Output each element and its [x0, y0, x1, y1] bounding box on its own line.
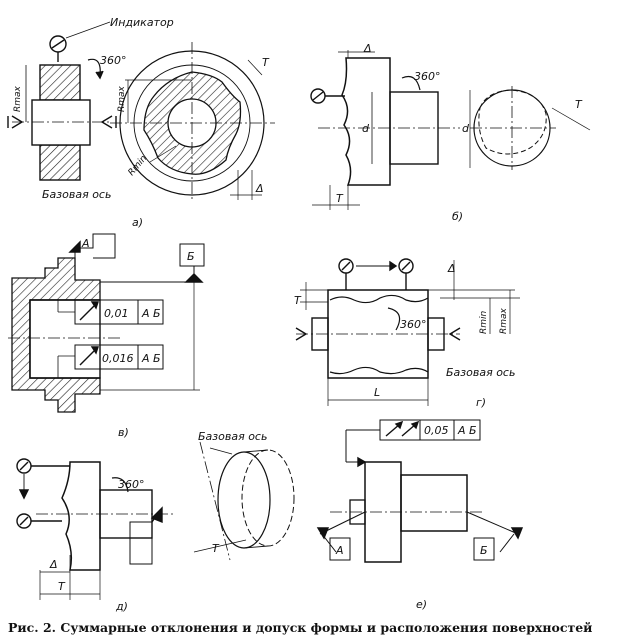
- rotation-label-g: 360°: [400, 318, 427, 331]
- subfigure-label-d: д): [115, 600, 128, 613]
- subfigure-d: [16, 441, 295, 600]
- rotation-label-d: 360°: [118, 478, 145, 491]
- indicator-label: Индикатор: [110, 16, 174, 29]
- t-label-d2: T: [212, 542, 220, 555]
- d-label-b2: d: [462, 122, 470, 135]
- rmax-label-a2: Rmax: [117, 85, 127, 112]
- tolerance-ref-ab-1: А Б: [141, 307, 161, 320]
- rmax-label-g: Rmax: [499, 307, 509, 334]
- l-label-g: L: [374, 386, 380, 399]
- datum-b-label-v: Б: [187, 250, 195, 263]
- rmin-label-g: Rmin: [479, 310, 489, 334]
- rotation-label-b: 360°: [414, 70, 441, 83]
- datum-a-label-e: А: [335, 544, 344, 557]
- t-label-a: T: [262, 56, 270, 69]
- rotation-label-a: 360°: [100, 54, 127, 67]
- subfigure-label-b: б): [452, 210, 463, 223]
- datum-b-label-e: Б: [480, 544, 488, 557]
- rmax-label-a1: Rmax: [13, 85, 23, 112]
- tolerance-value-005: 0,05: [424, 424, 449, 437]
- subfigure-e: [316, 419, 524, 563]
- rmin-label-a: Rmin: [127, 153, 150, 177]
- subfigure-b: [310, 50, 591, 210]
- datum-a-label-v: А: [81, 237, 90, 250]
- subfigure-label-g: г): [476, 396, 486, 409]
- tolerance-ref-ab-3: А Б: [457, 424, 477, 437]
- figure-caption: Рис. 2. Суммарные отклонения и допуск фо…: [8, 620, 593, 635]
- t-label-b2: T: [336, 192, 344, 205]
- tolerance-ref-ab-2: А Б: [141, 352, 161, 365]
- subfigure-a: [7, 21, 275, 200]
- base-axis-label-a: Базовая ось: [42, 188, 111, 201]
- t-label-g: T: [294, 294, 302, 307]
- d-label-b1: d: [362, 122, 370, 135]
- subfigure-label-a: а): [132, 216, 143, 229]
- subfigure-g: [295, 258, 520, 406]
- delta-label-g: Δ: [447, 262, 456, 275]
- delta-label-b: Δ: [363, 42, 372, 55]
- subfigure-v: [8, 233, 205, 413]
- base-axis-label-g: Базовая ось: [446, 366, 515, 379]
- subfigure-label-e: е): [416, 598, 427, 611]
- tolerance-value-001: 0,01: [104, 307, 129, 320]
- t-label-d: T: [58, 580, 66, 593]
- delta-label-d: Δ: [49, 558, 58, 571]
- tolerance-value-0016: 0,016: [102, 352, 134, 365]
- subfigure-label-v: в): [118, 426, 129, 439]
- delta-label-a: Δ: [255, 182, 264, 195]
- base-axis-label-d: Базовая ось: [198, 430, 267, 443]
- t-label-b1: T: [575, 98, 583, 111]
